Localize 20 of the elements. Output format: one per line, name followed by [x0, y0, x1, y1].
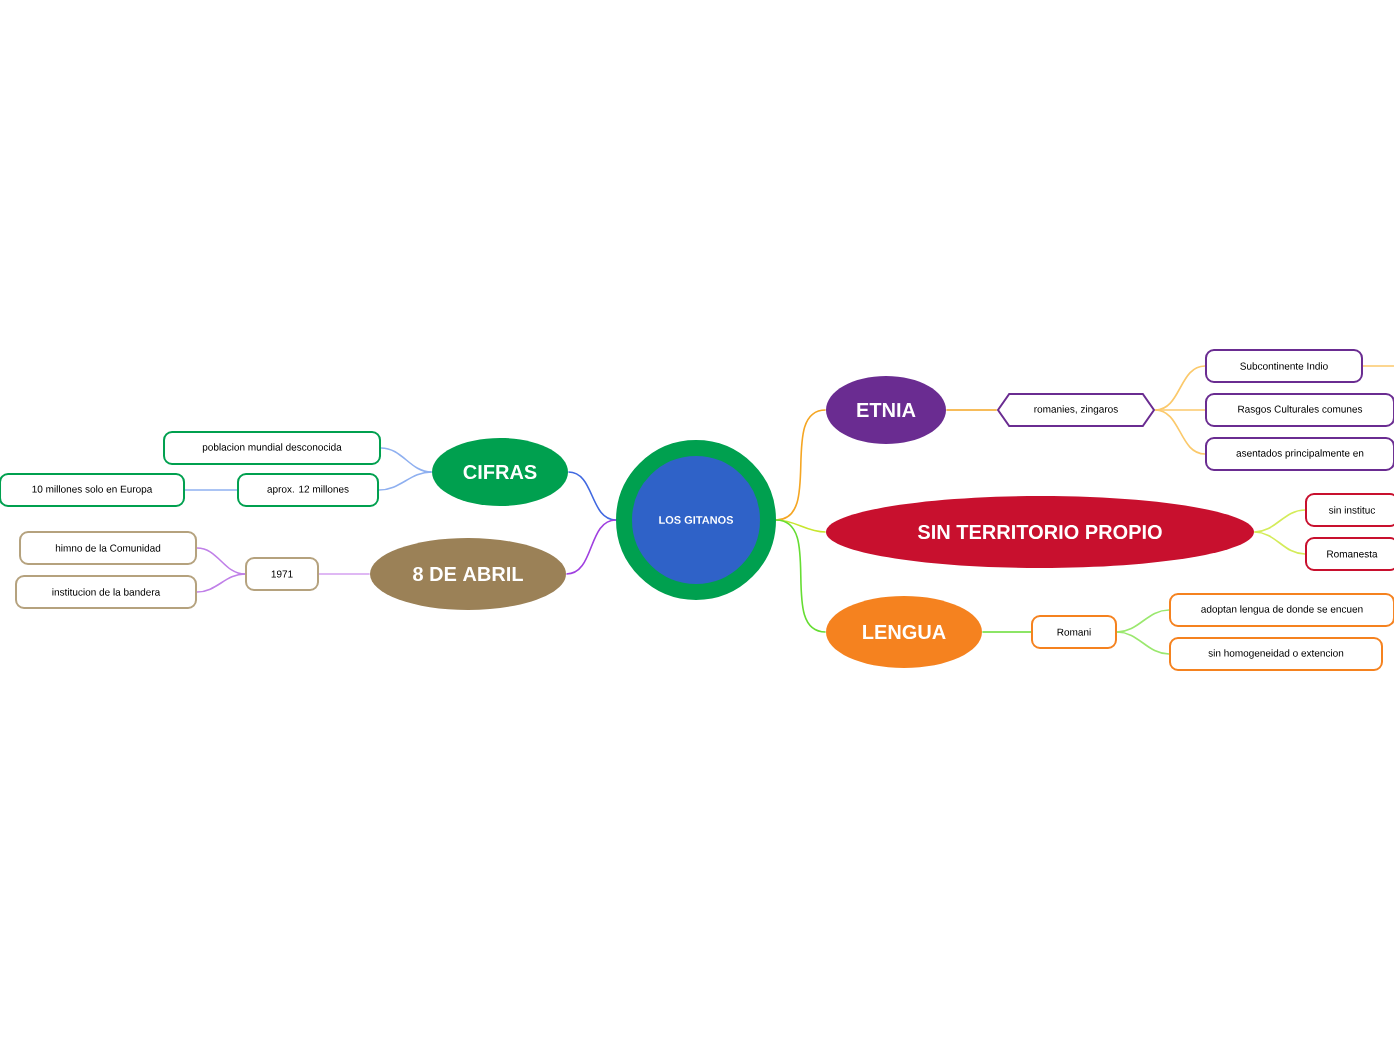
connector: [1253, 509, 1306, 533]
connector: [196, 573, 246, 593]
connector: [567, 471, 617, 521]
connector: [1154, 365, 1206, 411]
connector: [1116, 631, 1170, 655]
connector: [1116, 609, 1170, 633]
connector: [1253, 531, 1306, 555]
connector: [1154, 409, 1206, 455]
connector: [945, 409, 998, 411]
connector: [196, 547, 246, 575]
connector: [1154, 409, 1206, 411]
connector: [378, 471, 433, 491]
connector: [318, 573, 371, 575]
connector: [565, 519, 617, 575]
connector: [981, 631, 1032, 633]
connector: [1362, 365, 1394, 367]
connector: [184, 489, 238, 491]
connector: [775, 409, 827, 521]
connector: [380, 447, 433, 473]
connector: [775, 519, 827, 633]
